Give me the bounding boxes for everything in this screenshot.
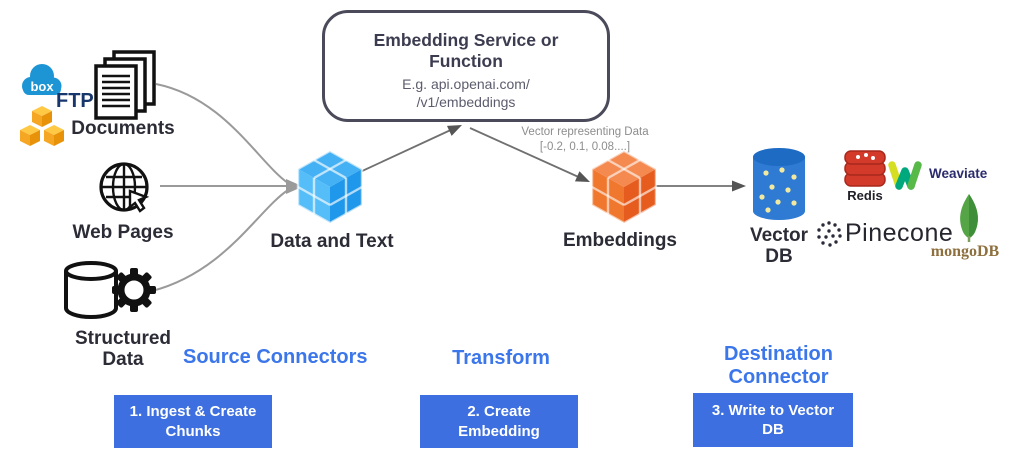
mongodb-logo-icon [960,194,978,242]
step1-button-label: 1. Ingest & Create Chunks [129,403,257,440]
step1-button: 1. Ingest & Create Chunks [114,395,272,448]
structured-data-icon [64,261,118,319]
structured-data-label: Structured Data [74,328,172,371]
redis-logo-icon [844,150,886,187]
weaviate-label: Weaviate [929,166,988,181]
box-logo-icon: box [22,64,62,95]
vector-db-icon [753,148,805,220]
embedding-service-title: Embedding Service or Function [373,30,559,71]
aws-cubes-icon [20,106,64,146]
weaviate-logo-icon [888,161,922,190]
embedding-service-box: Embedding Service or Function E.g. api.o… [322,10,610,122]
box-logo-text: box [30,79,54,94]
web-pages-label: Web Pages [72,222,174,243]
embeddings-cube-icon [590,149,658,225]
stage-source-connectors: Source Connectors [183,346,368,368]
redis-label: Redis [847,188,883,203]
web-pages-icon [99,162,150,213]
vector-annotation-line2: [-0.2, 0.1, 0.08....] [539,140,631,153]
vector-db-label: Vector DB [749,225,809,268]
vector-annotation: Vector representing Data [-0.2, 0.1, 0.0… [500,125,670,155]
documents-label: Documents [71,118,175,139]
step2-button: 2. Create Embedding [420,395,578,448]
pinecone-logo-icon [817,221,842,247]
embeddings-label: Embeddings [562,230,677,251]
gear-icon [112,268,156,312]
embedding-service-example-line1: E.g. api.openai.com/ [402,76,530,92]
data-and-text-cube-icon [296,149,364,225]
data-and-text-label: Data and Text [270,231,394,252]
mongodb-label: mongoDB [930,243,1000,260]
pinecone-label: Pinecone [845,219,954,247]
step2-button-label: 2. Create Embedding [458,403,540,440]
stage-destination-connector: Destination Connector [724,343,833,388]
embedding-service-example-line2: /v1/embeddings [416,93,516,110]
stage-transform: Transform [452,347,550,369]
ftp-label: FTP [56,90,94,112]
vector-annotation-line1: Vector representing Data [521,126,649,138]
documents-icon [94,50,156,120]
step3-button: 3. Write to Vector DB [693,393,853,447]
step3-button-label: 3. Write to Vector DB [711,401,835,439]
